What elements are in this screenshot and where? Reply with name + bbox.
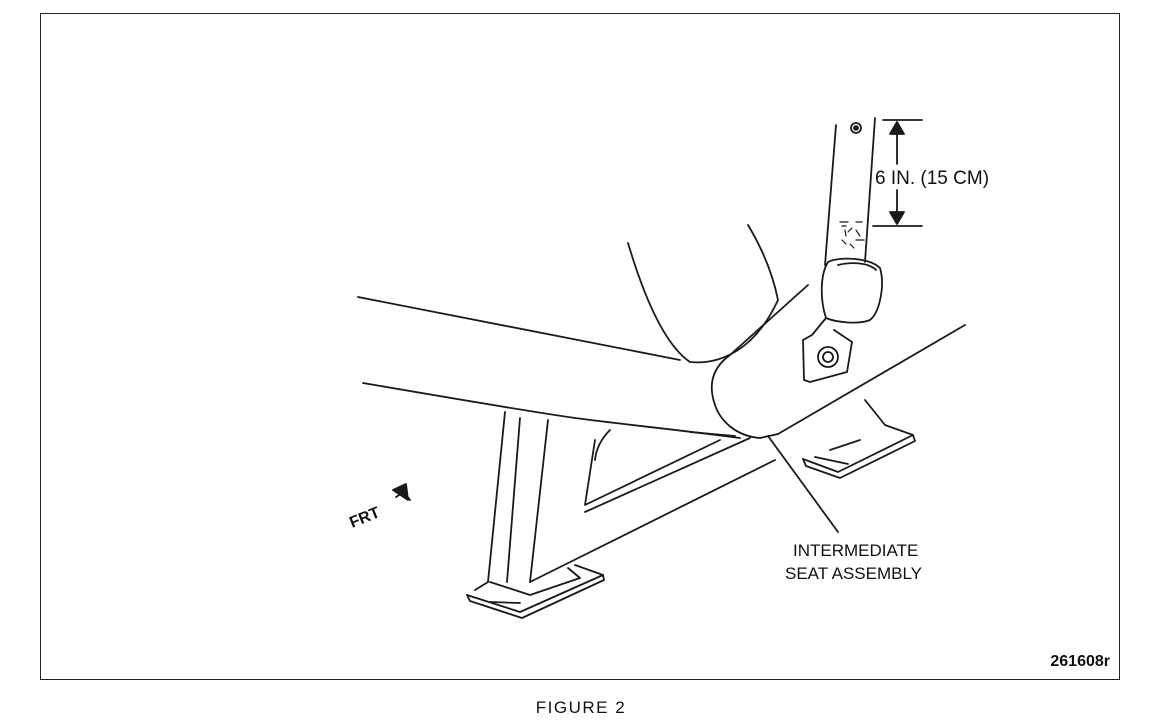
front-direction-label: FRT [347,504,382,531]
figure-frame [40,13,1120,680]
part-label-line2: SEAT ASSEMBLY [785,564,922,583]
dimension-marker [872,119,923,227]
seat-belt-webbing [824,117,876,266]
belt-anchor-plate [802,257,883,383]
dimension-label: 6 IN. (15 CM) [875,168,989,189]
figure-caption: FIGURE 2 [535,698,627,717]
seat-frame [487,411,776,583]
figure-code: 261608r [1050,653,1110,670]
part-label-line1: INTERMEDIATE [793,541,918,560]
front-floor-foot [466,564,605,619]
seat-cushion [357,224,966,439]
front-direction-arrow-icon [392,483,411,501]
part-leader-line [767,435,839,533]
rear-floor-foot [802,399,916,479]
